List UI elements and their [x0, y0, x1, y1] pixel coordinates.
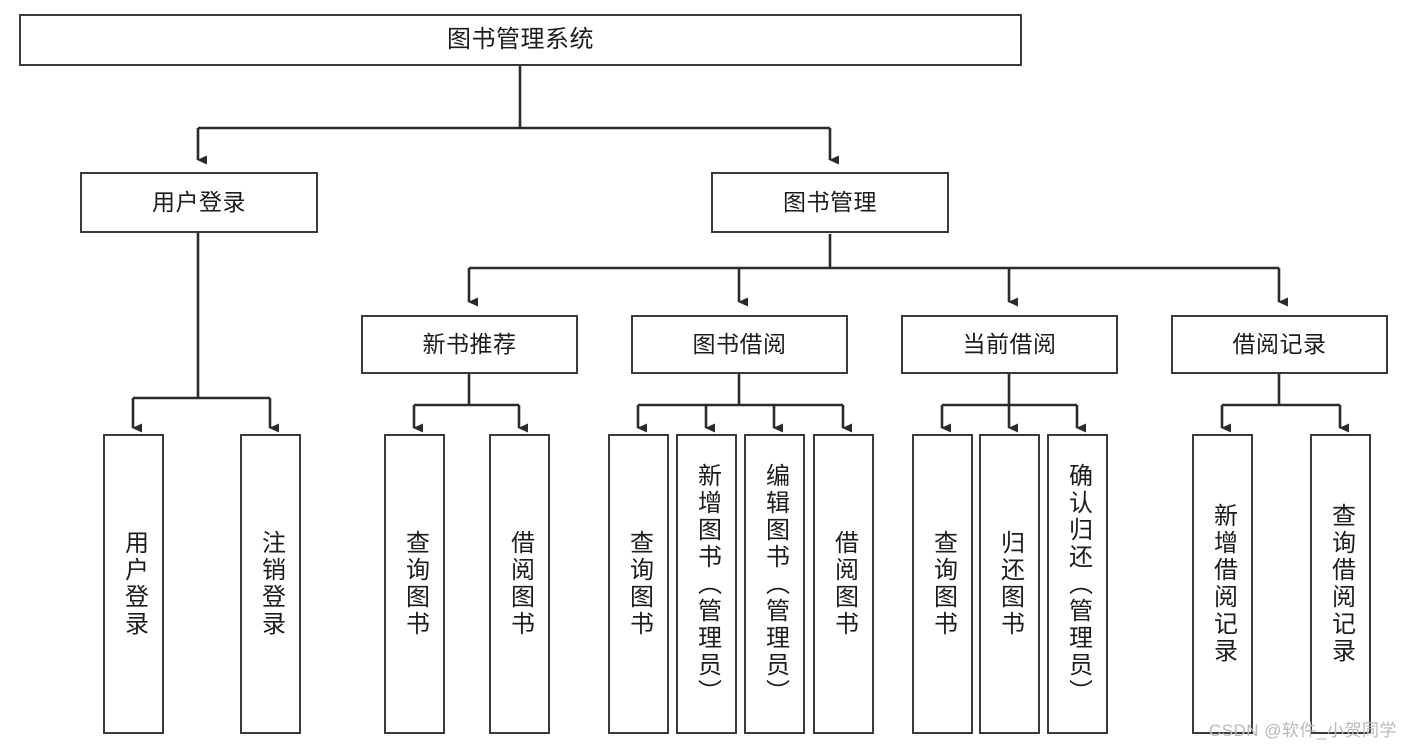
watermark-credit: CSDN @软件_小贺同学 — [1208, 721, 1397, 740]
node-leaf-query-book-2-label: 查询图书 — [625, 530, 653, 638]
node-leaf-query-book-3-label: 查询图书 — [929, 530, 957, 638]
node-book-borrow[interactable]: 图书借阅 — [631, 315, 848, 374]
node-leaf-return-book-label: 归还图书 — [996, 530, 1024, 638]
node-leaf-borrow-book-2[interactable]: 借阅图书 — [813, 434, 874, 734]
node-leaf-add-record-label: 新增借阅记录 — [1209, 503, 1237, 665]
node-leaf-query-book-1-label: 查询图书 — [401, 530, 429, 638]
node-book-manage[interactable]: 图书管理 — [711, 172, 949, 233]
node-book-borrow-label: 图书借阅 — [692, 330, 787, 357]
node-leaf-query-book-1[interactable]: 查询图书 — [384, 434, 445, 734]
node-borrow-record-label: 借阅记录 — [1232, 330, 1327, 357]
node-leaf-logout[interactable]: 注销登录 — [240, 434, 301, 734]
node-leaf-add-record[interactable]: 新增借阅记录 — [1192, 434, 1253, 734]
node-leaf-borrow-book-1[interactable]: 借阅图书 — [489, 434, 550, 734]
node-current-borrow[interactable]: 当前借阅 — [901, 315, 1118, 374]
node-leaf-confirm-return[interactable]: 确认归还（管理员） — [1047, 434, 1108, 734]
node-leaf-query-record-label: 查询借阅记录 — [1327, 503, 1355, 665]
node-leaf-add-book-label: 新增图书（管理员） — [693, 462, 721, 706]
node-user-login-label: 用户登录 — [152, 188, 246, 215]
node-new-book-rec[interactable]: 新书推荐 — [361, 315, 578, 374]
node-leaf-logout-label: 注销登录 — [257, 530, 285, 638]
node-leaf-query-book-2[interactable]: 查询图书 — [608, 434, 669, 734]
node-leaf-user-login-label: 用户登录 — [120, 530, 148, 638]
node-borrow-record[interactable]: 借阅记录 — [1171, 315, 1388, 374]
node-new-book-rec-label: 新书推荐 — [422, 330, 517, 357]
node-leaf-query-book-3[interactable]: 查询图书 — [912, 434, 973, 734]
node-root[interactable]: 图书管理系统 — [19, 14, 1022, 66]
node-leaf-query-record[interactable]: 查询借阅记录 — [1310, 434, 1371, 734]
node-leaf-user-login[interactable]: 用户登录 — [103, 434, 164, 734]
node-leaf-borrow-book-2-label: 借阅图书 — [830, 530, 858, 638]
node-leaf-edit-book-label: 编辑图书（管理员） — [761, 462, 789, 706]
node-book-manage-label: 图书管理 — [783, 188, 877, 215]
node-root-label: 图书管理系统 — [447, 25, 594, 53]
node-user-login[interactable]: 用户登录 — [80, 172, 318, 233]
node-leaf-borrow-book-1-label: 借阅图书 — [506, 530, 534, 638]
node-leaf-edit-book[interactable]: 编辑图书（管理员） — [744, 434, 805, 734]
node-leaf-return-book[interactable]: 归还图书 — [979, 434, 1040, 734]
node-current-borrow-label: 当前借阅 — [962, 330, 1057, 357]
node-leaf-add-book[interactable]: 新增图书（管理员） — [676, 434, 737, 734]
node-leaf-confirm-return-label: 确认归还（管理员） — [1064, 462, 1092, 706]
